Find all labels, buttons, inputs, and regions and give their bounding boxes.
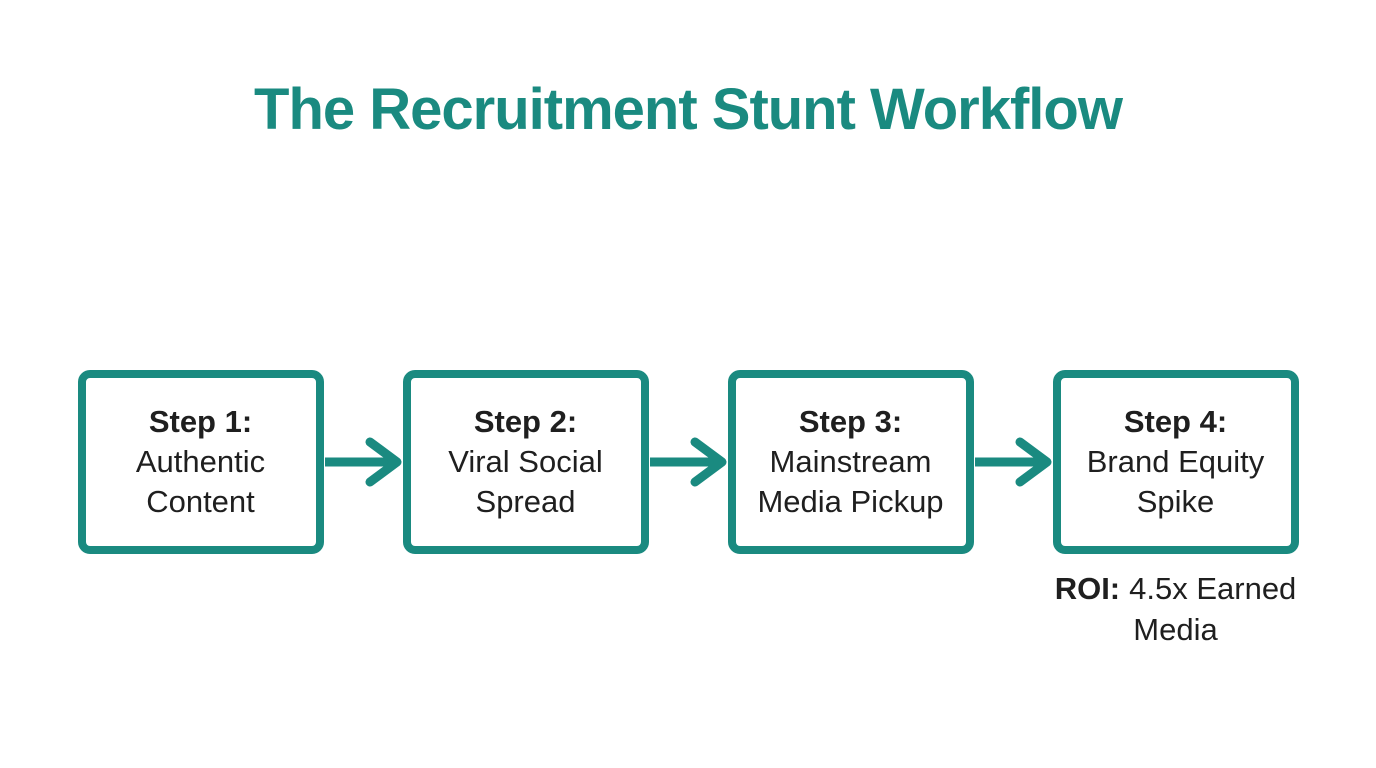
roi-annotation: ROI:4.5x Earned Media	[1041, 568, 1311, 650]
step-2-label: Step 2:	[473, 404, 578, 439]
arrow-right-icon	[974, 437, 1051, 487]
step-1-label: Step 1:	[148, 404, 253, 439]
step-3-description: Mainstream Media Pickup	[757, 444, 944, 519]
workflow-step-3: Step 3: Mainstream Media Pickup	[727, 370, 974, 554]
workflow-diagram: Step 1: Authentic Content Step 2: Viral …	[0, 370, 1376, 647]
arrow-right-icon	[324, 437, 401, 487]
step-2-description: Viral Social Spread	[448, 444, 603, 519]
step-1-description: Authentic Content	[135, 444, 266, 519]
step-3-label: Step 3:	[798, 404, 903, 439]
step-4-description: Brand Equity Spike	[1086, 444, 1265, 519]
step-4-label: Step 4:	[1123, 404, 1228, 439]
workflow-step-1: Step 1: Authentic Content	[77, 370, 324, 554]
roi-label: ROI:	[1054, 571, 1121, 606]
arrow-right-icon	[649, 437, 726, 487]
workflow-step-4: Step 4: Brand Equity Spike ROI:4.5x Earn…	[1052, 370, 1299, 647]
page-title: The Recruitment Stunt Workflow	[254, 77, 1123, 142]
workflow-step-2: Step 2: Viral Social Spread	[402, 370, 649, 554]
slide-canvas: The Recruitment Stunt Workflow Step 1: A…	[0, 77, 1376, 768]
roi-value: 4.5x Earned Media	[1129, 571, 1297, 647]
